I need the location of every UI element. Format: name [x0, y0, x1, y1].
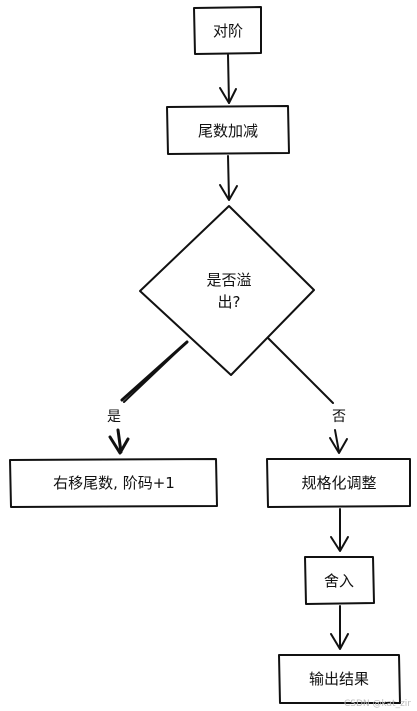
overflow-decision: 是否溢 出? [139, 205, 315, 376]
normalize-node: 规格化调整 [266, 458, 411, 508]
arrow-no-branch: 否 [267, 337, 348, 454]
round-label: 舍入 [324, 572, 354, 590]
arrow-line [267, 337, 334, 404]
arrow-line-sketch [123, 343, 186, 403]
mantissa-node: 尾数加减 [166, 105, 290, 155]
normalize-label: 规格化调整 [301, 474, 376, 492]
decision-diamond [139, 205, 315, 376]
decision-label-line1: 是否溢 [206, 271, 251, 289]
yes-label: 是 [107, 409, 121, 425]
arrowhead [330, 633, 349, 650]
shift-right-node: 右移尾数, 阶码+1 [9, 458, 218, 508]
align-node: 对阶 [193, 6, 262, 55]
decision-label-line2: 出? [218, 293, 241, 311]
arrow-add-to-decision [219, 155, 238, 201]
arrow-line-tail [116, 428, 123, 454]
mantissa-box [166, 105, 290, 155]
arrowhead [108, 435, 130, 455]
round-node: 舍入 [304, 556, 375, 605]
no-label: 否 [332, 409, 346, 425]
arrow-line [227, 54, 230, 104]
arrowhead [330, 536, 349, 552]
arrowhead [219, 87, 237, 104]
arrow-align-to-add [219, 54, 237, 104]
shift-right-label: 右移尾数, 阶码+1 [53, 474, 175, 492]
arrow-line [227, 155, 230, 200]
arrowhead [219, 184, 238, 201]
output-box [278, 654, 401, 704]
align-label: 对阶 [213, 22, 243, 40]
shift-right-box [9, 458, 218, 508]
output-label: 输出结果 [309, 670, 369, 688]
align-box [193, 6, 262, 55]
arrow-line-tail [334, 429, 340, 453]
arrow-yes-branch: 是 [107, 340, 189, 455]
arrowhead [329, 437, 348, 454]
arrow-round-to-output [330, 605, 349, 650]
watermark-text: CSDN @kat_zir [344, 699, 411, 709]
output-node: 输出结果 [278, 654, 401, 704]
normalize-box [266, 458, 411, 508]
mantissa-label: 尾数加减 [198, 122, 258, 140]
arrow-normalize-to-round [330, 508, 349, 552]
round-box [304, 556, 375, 605]
